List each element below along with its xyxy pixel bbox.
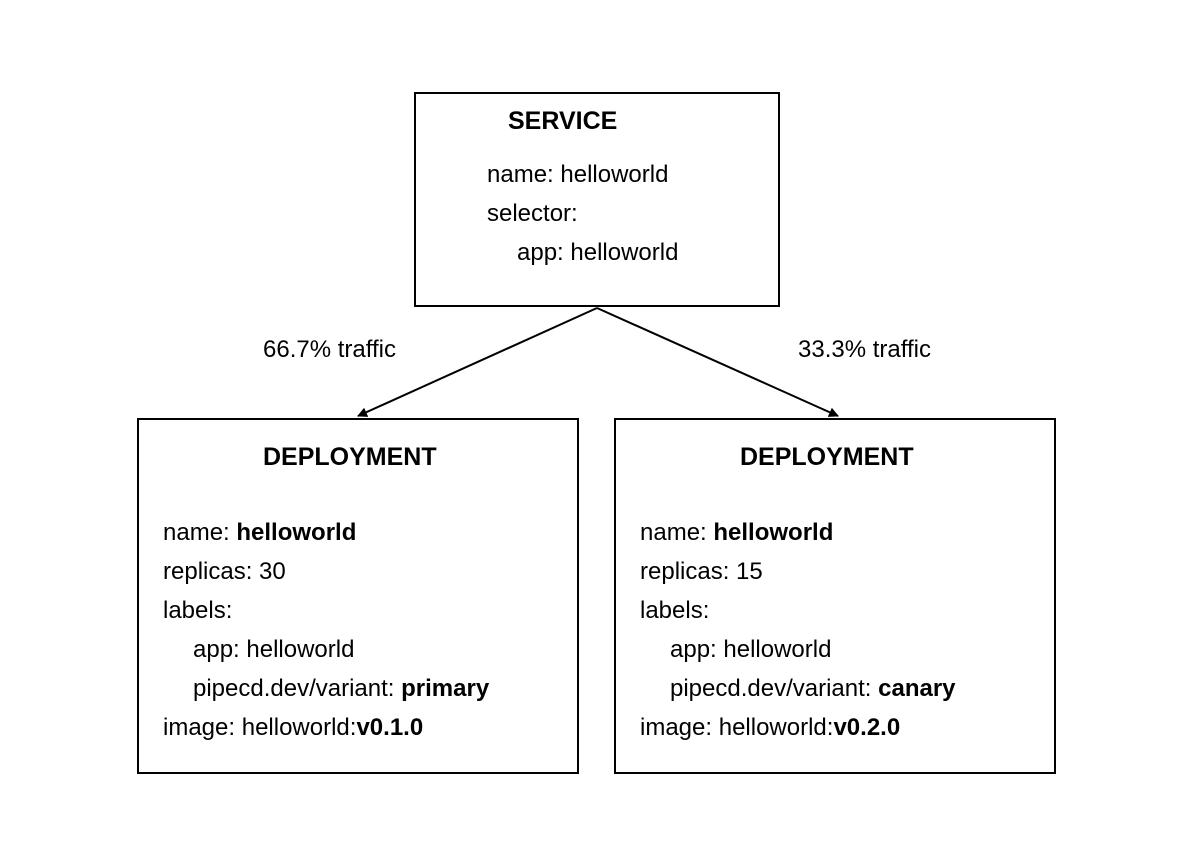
deployment-app-line: app: helloworld [193,635,354,665]
arrow-to-canary [596,307,839,417]
deployment-app-value: helloworld [723,636,832,663]
service-title: SERVICE [508,107,618,135]
service-selector-line: selector: [487,199,578,229]
deployment-labels-line: labels: [163,596,232,626]
deployment-app-key: app: [193,636,240,663]
deployment-name-line: name: helloworld [163,518,356,548]
deployment-image-key: image: [640,714,713,741]
service-box: SERVICE name: helloworld selector: app: … [414,92,780,307]
arrow-to-primary [357,307,598,417]
service-app-key: app: [517,239,564,266]
deployment-labels-line: labels: [640,596,709,626]
deployment-name-value: helloworld [713,519,834,546]
primary-deployment-box: DEPLOYMENT name: helloworld replicas: 30… [137,418,579,774]
deployment-replicas-value: 15 [736,558,763,585]
deployment-variant-line: pipecd.dev/variant: canary [670,674,956,704]
deployment-replicas-value: 30 [259,558,286,585]
deployment-replicas-line: replicas: 15 [640,557,763,587]
deployment-image-name: helloworld: [718,714,834,741]
deployment-image-tag: v0.1.0 [356,714,424,741]
service-app-value: helloworld [570,239,679,266]
deployment-app-value: helloworld [246,636,355,663]
deployment-replicas-key: replicas: [163,558,253,585]
deployment-replicas-line: replicas: 30 [163,557,286,587]
deployment-image-name: helloworld: [241,714,357,741]
primary-traffic-label: 66.7% traffic [263,336,396,363]
deployment-variant-value: canary [878,675,956,702]
deployment-labels-key: labels: [163,597,233,624]
canary-deployment-box: DEPLOYMENT name: helloworld replicas: 15… [614,418,1056,774]
deployment-variant-key: pipecd.dev/variant: [193,675,395,702]
deployment-image-line: image: helloworld:v0.1.0 [163,713,423,743]
service-name-line: name: helloworld [487,160,668,190]
deployment-title: DEPLOYMENT [740,443,914,471]
deployment-image-key: image: [163,714,236,741]
deployment-variant-line: pipecd.dev/variant: primary [193,674,489,704]
deployment-replicas-key: replicas: [640,558,730,585]
service-name-key: name: [487,161,554,188]
service-app-line: app: helloworld [517,238,678,268]
deployment-image-line: image: helloworld:v0.2.0 [640,713,900,743]
deployment-name-key: name: [640,519,707,546]
deployment-image-tag: v0.2.0 [833,714,901,741]
deployment-title: DEPLOYMENT [263,443,437,471]
deployment-app-line: app: helloworld [670,635,831,665]
deployment-labels-key: labels: [640,597,710,624]
deployment-app-key: app: [670,636,717,663]
deployment-name-value: helloworld [236,519,357,546]
service-selector-key: selector: [487,200,578,227]
deployment-variant-key: pipecd.dev/variant: [670,675,872,702]
deployment-variant-value: primary [401,675,490,702]
deployment-name-key: name: [163,519,230,546]
service-name-value: helloworld [560,161,669,188]
canary-traffic-label: 33.3% traffic [798,336,931,363]
deployment-name-line: name: helloworld [640,518,833,548]
